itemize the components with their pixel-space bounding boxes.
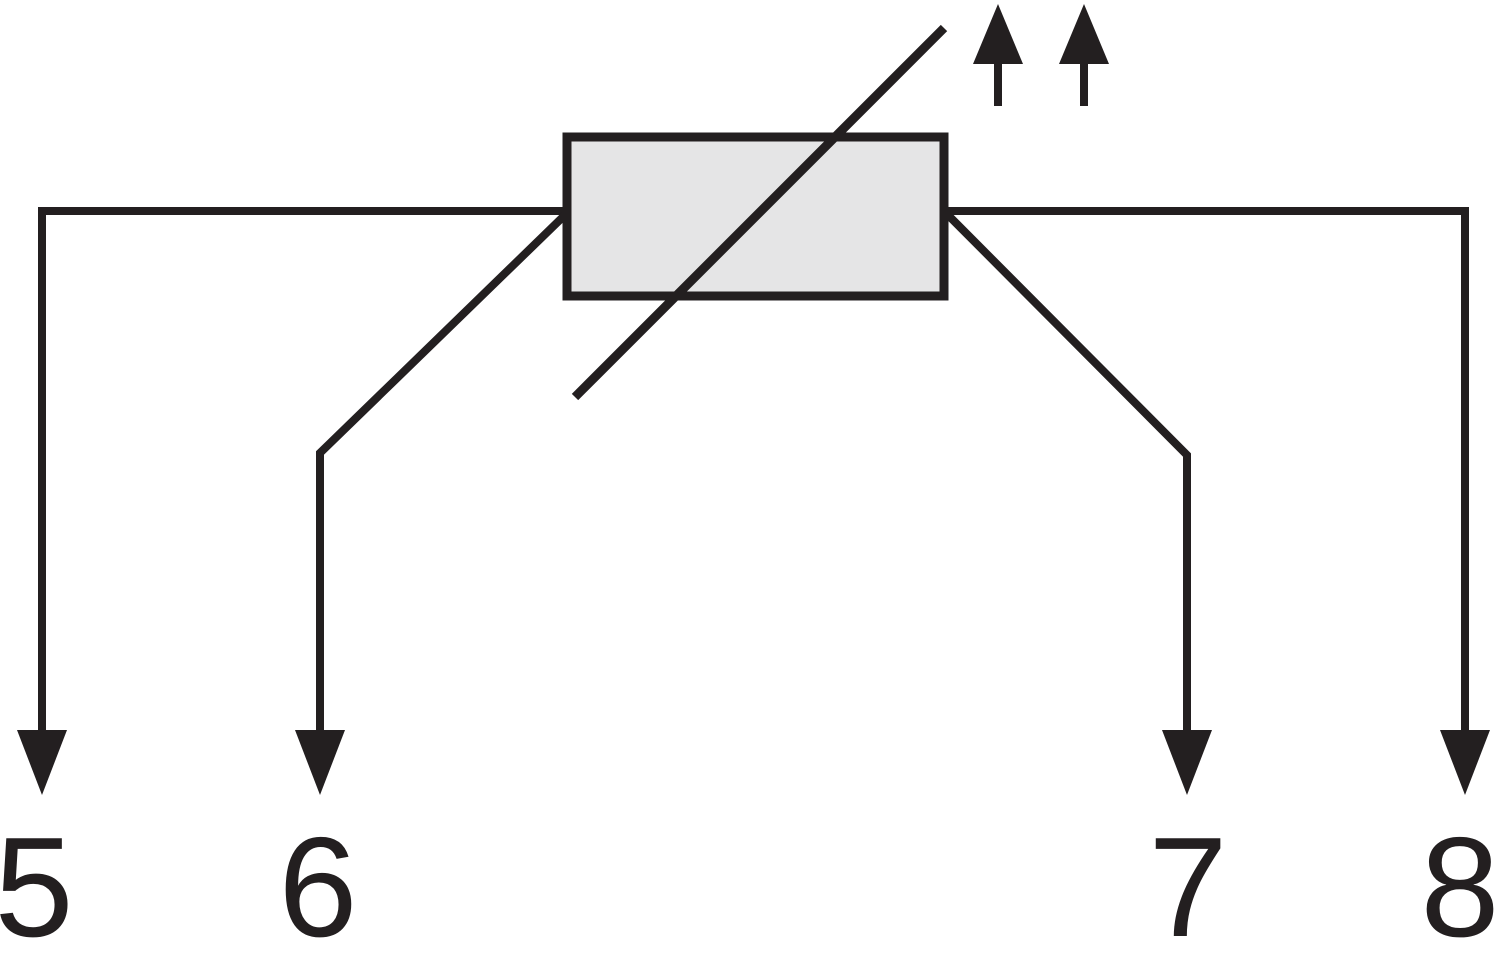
pin5-arrowhead-icon [17, 730, 67, 795]
wire-pin8 [946, 207, 1469, 748]
pin5-label: 5 [0, 808, 73, 958]
upward-arrow-1 [973, 4, 1023, 106]
pin6-label: 6 [279, 808, 358, 958]
upward-arrow-2 [1059, 4, 1109, 106]
diagonal-adjustment-stroke [571, 24, 948, 401]
wire-pin6 [316, 210, 570, 748]
pin6-arrowhead-icon [295, 730, 345, 795]
pin7-label: 7 [1149, 808, 1228, 958]
upward-arrow-2-head-icon [1059, 4, 1109, 64]
pin7-arrowhead-icon [1162, 730, 1212, 795]
upward-arrow-1-head-icon [973, 4, 1023, 64]
wire-pin7 [943, 210, 1191, 748]
wire-pin5 [38, 207, 567, 748]
pin8-arrowhead-icon [1440, 730, 1490, 795]
pin8-label: 8 [1421, 808, 1500, 958]
